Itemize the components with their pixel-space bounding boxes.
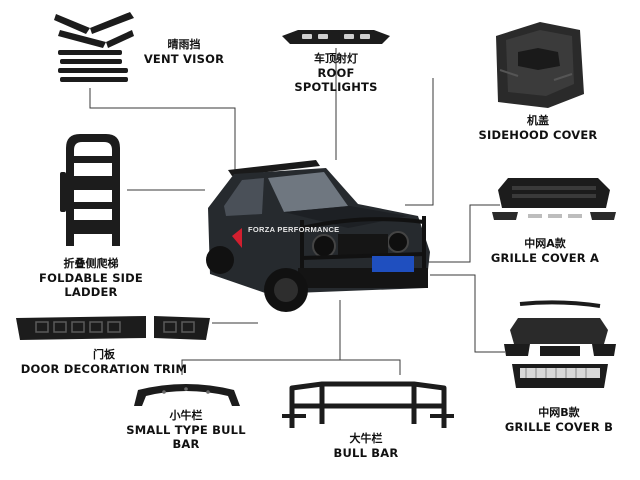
side-ladder-en: FOLDABLE SIDE LADDER (39, 270, 143, 300)
side-ladder-image (60, 134, 120, 246)
grille-a-label: 中网A款 GRILLE COVER A (480, 237, 610, 265)
side-ladder-label: 折叠侧爬梯 FOLDABLE SIDE LADDER (20, 257, 162, 300)
bull-bar-zh: 大牛栏 (349, 432, 383, 445)
bull-bar-image (282, 381, 454, 428)
grille-a-en: GRILLE COVER A (490, 250, 600, 265)
brand-watermark: FORZA PERFORMANCE (248, 225, 340, 234)
grille-a-zh: 中网A款 (524, 237, 566, 250)
connector-bull-bars (181, 359, 401, 375)
sidehood-cover-en: SIDEHOOD COVER (478, 127, 598, 142)
grille-a-image (492, 178, 616, 220)
roof-spotlights-label: 车顶射灯 ROOF SPOTLIGHTS (280, 52, 392, 95)
sidehood-cover-label: 机盖 SIDEHOOD COVER (478, 114, 598, 142)
grille-b-en: GRILLE COVER B (504, 419, 614, 434)
sidehood-cover-image (496, 22, 584, 108)
door-trim-en: DOOR DECORATION TRIM (20, 361, 188, 376)
small-bull-bar-zh: 小牛栏 (169, 409, 203, 422)
connector-grille-b (430, 274, 505, 353)
vent-visor-image (54, 12, 134, 82)
connector-grille-a (425, 204, 500, 263)
roof-spotlights-en: ROOF SPOTLIGHTS (294, 65, 378, 95)
small-bull-bar-label: 小牛栏 SMALL TYPE BULL BAR (116, 409, 256, 452)
vent-visor-en: VENT VISOR (143, 51, 225, 66)
side-ladder-zh: 折叠侧爬梯 (63, 257, 119, 270)
vent-visor-zh: 晴雨挡 (167, 38, 201, 51)
bull-bar-en: BULL BAR (333, 445, 399, 460)
door-trim-label: 门板 DOOR DECORATION TRIM (14, 348, 194, 376)
grille-b-image (504, 300, 616, 388)
connector-vent-visor (89, 88, 236, 170)
grille-b-zh: 中网B款 (538, 406, 580, 419)
connector-sidehood (405, 78, 434, 206)
grille-b-label: 中网B款 GRILLE COVER B (494, 406, 624, 434)
bull-bar-label: 大牛栏 BULL BAR (316, 432, 416, 460)
vent-visor-label: 晴雨挡 VENT VISOR (136, 38, 232, 66)
roof-spotlights-image (282, 30, 390, 44)
sidehood-cover-zh: 机盖 (527, 114, 549, 127)
small-bull-bar-en: SMALL TYPE BULL BAR (126, 422, 246, 452)
roof-spotlights-zh: 车顶射灯 (314, 52, 358, 65)
vehicle-image (206, 160, 430, 312)
small-bull-bar-image (134, 384, 240, 406)
door-trim-zh: 门板 (93, 348, 115, 361)
door-trim-image (16, 316, 210, 340)
